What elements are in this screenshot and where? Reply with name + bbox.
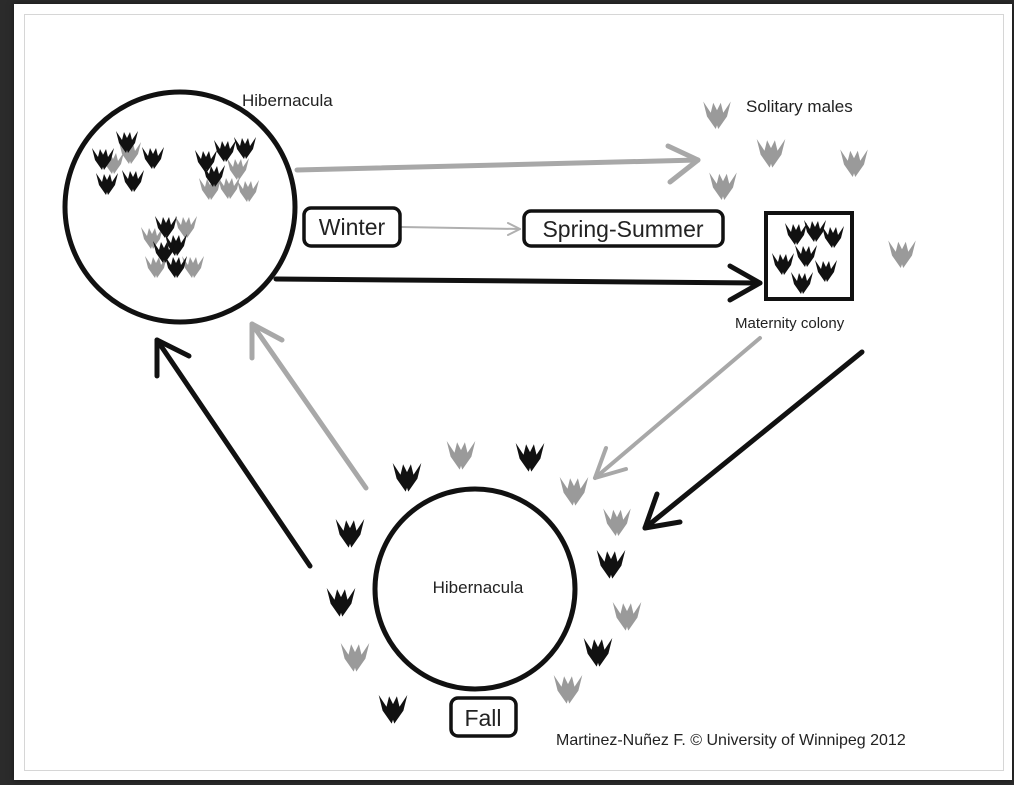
bat-icon <box>603 508 631 536</box>
bat-icon <box>559 477 589 506</box>
bat-icon <box>392 463 422 492</box>
top-hibernacula-label: Hibernacula <box>242 91 333 110</box>
bat-icon <box>326 588 356 617</box>
bat-icon <box>596 550 626 579</box>
black-arrow-to-maternity <box>273 263 763 303</box>
gray-arrow-to-males <box>294 143 701 185</box>
bat-icon <box>335 519 365 548</box>
gray-arrow-fall-to-winter <box>249 321 369 491</box>
bat-icon <box>703 101 731 129</box>
fall-box <box>449 696 518 738</box>
bat-icon <box>756 139 786 168</box>
spring-summer-box <box>522 209 725 248</box>
bat-icon <box>612 602 642 631</box>
thin-arrow-winter-to-summer <box>401 222 521 236</box>
winter-label: Winter <box>319 214 386 240</box>
black-arrow-fall-to-winter <box>154 337 313 569</box>
bat-icon <box>378 695 408 724</box>
bat-icon <box>553 675 583 704</box>
bat-icon <box>515 443 545 472</box>
bat-icon <box>446 441 476 470</box>
fall-label: Fall <box>464 705 501 731</box>
bat-icon <box>583 638 613 667</box>
top-hibernacula-circle <box>62 89 298 325</box>
winter-box <box>302 206 402 248</box>
bat-icon <box>888 240 916 268</box>
bat-icon <box>340 643 370 672</box>
bat-icon <box>840 149 868 177</box>
maternity-colony-label: Maternity colony <box>735 315 845 332</box>
black-arrow-maternity-to-fall <box>642 349 865 531</box>
bottom-hibernacula-label: Hibernacula <box>433 578 524 597</box>
migration-arrows <box>154 143 865 569</box>
solitary-males-label: Solitary males <box>746 97 853 116</box>
gray-arrow-maternity-to-fall <box>593 336 762 480</box>
bat-icon <box>709 172 737 200</box>
spring-summer-label: Spring-Summer <box>542 216 703 242</box>
credit-text: Martinez-Nuñez F. © University of Winnip… <box>556 732 906 749</box>
bottom-hibernacula-circle <box>372 486 578 692</box>
